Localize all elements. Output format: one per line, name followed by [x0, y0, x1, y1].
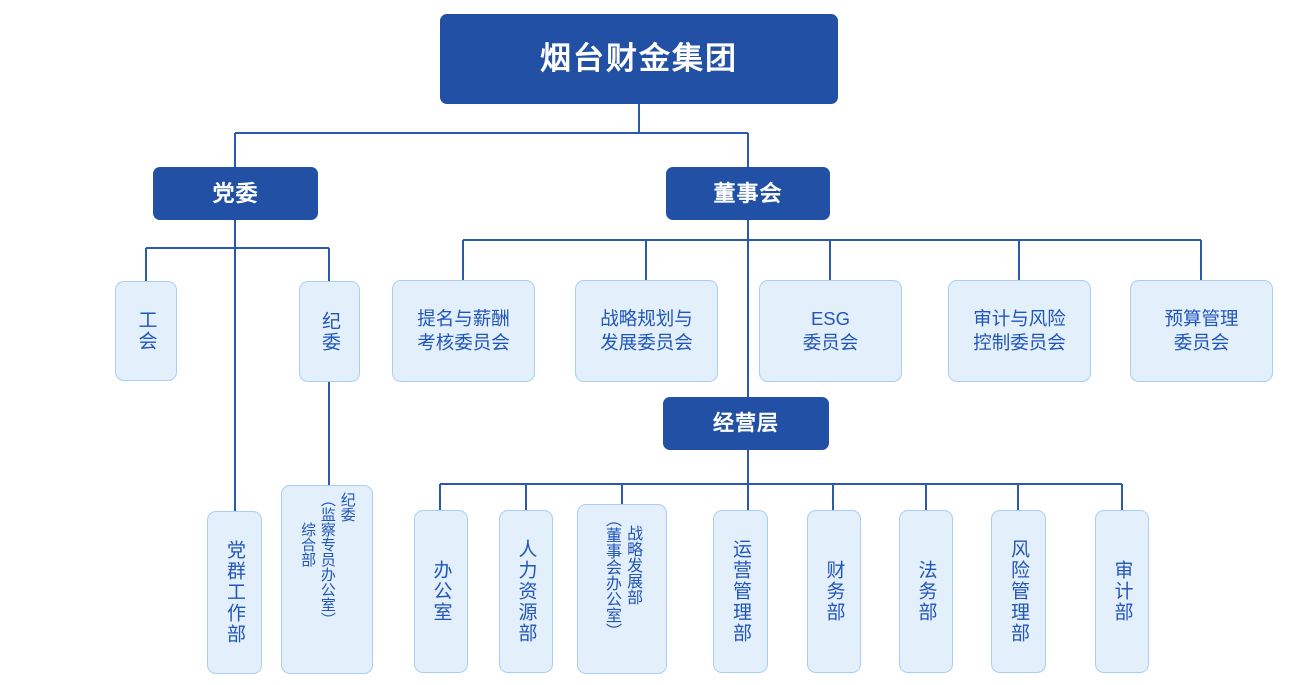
- node-dept-risk-management[interactable]: 风险管理部: [991, 510, 1046, 673]
- node-dept-general-office[interactable]: 办公室: [414, 510, 468, 673]
- node-committee-nomination-compensation[interactable]: 提名与薪酬 考核委员会: [392, 280, 535, 382]
- node-dept-finance[interactable]: 财务部: [807, 510, 861, 673]
- node-committee-budget-management[interactable]: 预算管理 委员会: [1130, 280, 1273, 382]
- committee-line-2: 考核委员会: [417, 332, 510, 353]
- committee-line-1: 提名与薪酬: [417, 307, 510, 329]
- discipline-office-column-2: （监察专员办公室）: [318, 492, 336, 627]
- node-committee-strategy-planning[interactable]: 战略规划与 发展委员会: [575, 280, 718, 382]
- committee-line-2: 委员会: [802, 332, 859, 353]
- node-dept-legal-affairs[interactable]: 法务部: [899, 510, 953, 673]
- node-dept-audit[interactable]: 审计部: [1095, 510, 1149, 673]
- node-dept-operations-management[interactable]: 运营管理部: [713, 510, 768, 673]
- node-labor-union[interactable]: 工会: [115, 281, 177, 381]
- committee-line-1: 预算管理: [1164, 307, 1239, 329]
- committee-line-2: 委员会: [1173, 332, 1230, 353]
- node-dept-strategy-development[interactable]: 战略发展部 （董事会办公室）: [577, 504, 667, 674]
- node-party-mass-work-dept[interactable]: 党群工作部: [207, 511, 262, 674]
- committee-line-1: 审计与风险: [973, 307, 1066, 329]
- strategy-dev-column-2: （董事会办公室）: [603, 511, 620, 639]
- node-discipline-committee[interactable]: 纪委: [299, 281, 360, 382]
- committee-line-1: ESG: [810, 307, 851, 329]
- node-committee-esg[interactable]: ESG 委员会: [759, 280, 902, 382]
- node-dept-human-resources[interactable]: 人力资源部: [499, 510, 553, 673]
- discipline-office-column-3: 综合部: [299, 522, 317, 567]
- strategy-dev-column-1: 战略发展部: [624, 525, 642, 605]
- node-root[interactable]: 烟台财金集团: [440, 14, 838, 104]
- node-management-layer[interactable]: 经营层: [663, 397, 829, 450]
- node-committee-audit-risk-control[interactable]: 审计与风险 控制委员会: [948, 280, 1091, 382]
- discipline-office-column-1: 纪委: [338, 492, 356, 522]
- committee-line-1: 战略规划与: [600, 307, 693, 329]
- committee-line-2: 发展委员会: [600, 332, 693, 353]
- node-party-committee[interactable]: 党委: [153, 167, 318, 220]
- node-board-of-directors[interactable]: 董事会: [666, 167, 830, 220]
- committee-line-2: 控制委员会: [973, 332, 1066, 353]
- node-discipline-supervision-office[interactable]: 纪委 （监察专员办公室） 综合部: [281, 485, 373, 674]
